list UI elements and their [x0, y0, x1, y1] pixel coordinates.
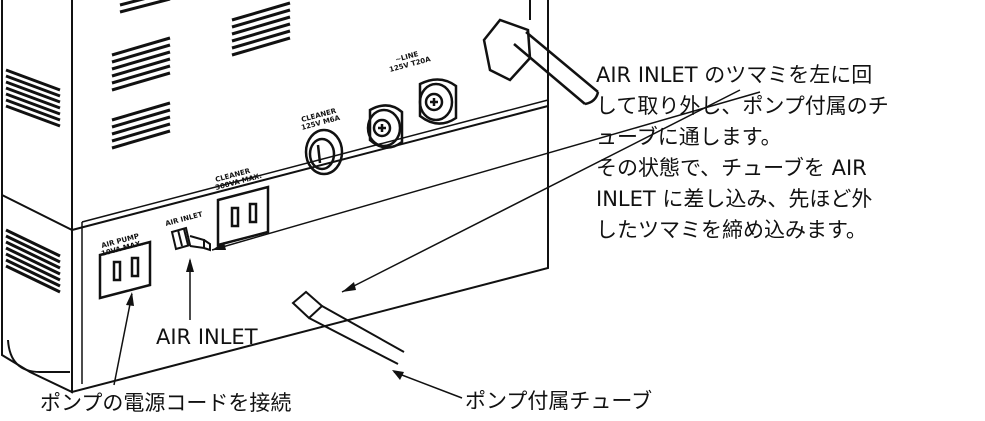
air-pump-outlet — [98, 240, 152, 300]
cleaner-fuse-knob — [304, 128, 344, 176]
side-vents — [5, 68, 61, 294]
power-cord — [482, 18, 600, 106]
line-fuse-right — [418, 78, 458, 125]
instruction-callout: AIR INLET のツマミを左に回 して取り外し、ポンプ付属のチ ューブに通し… — [596, 60, 889, 246]
instruction-line: AIR INLET のツマミを左に回 — [596, 63, 873, 87]
device-body — [1, 0, 549, 394]
air-inlet-fitting — [170, 226, 211, 252]
instruction-line: したツマミを締め込みます。 — [596, 218, 867, 242]
instruction-line: ューブに通します。 — [596, 125, 782, 149]
instruction-line: INLET に差し込み、先ほど外 — [596, 187, 873, 211]
line-fuse-left — [366, 104, 404, 149]
pump-tube — [291, 290, 405, 365]
power-cord-label: ポンプの電源コードを接続 — [40, 391, 292, 415]
instruction-line: して取り外し、ポンプ付属のチ — [596, 94, 889, 118]
top-vents — [111, 0, 291, 150]
arrowheads — [126, 242, 404, 380]
pump-tube-label: ポンプ付属チューブ — [465, 389, 653, 413]
panel-labels: AIR PUMP 10VA MAX. AIR INLET CLEANER 300… — [100, 50, 432, 258]
air-inlet-label: AIR INLET — [156, 325, 258, 349]
cleaner-outlet — [216, 185, 270, 247]
panel-air-inlet: AIR INLET — [164, 210, 203, 228]
instruction-line: その状態で、チューブを AIR — [596, 156, 867, 180]
